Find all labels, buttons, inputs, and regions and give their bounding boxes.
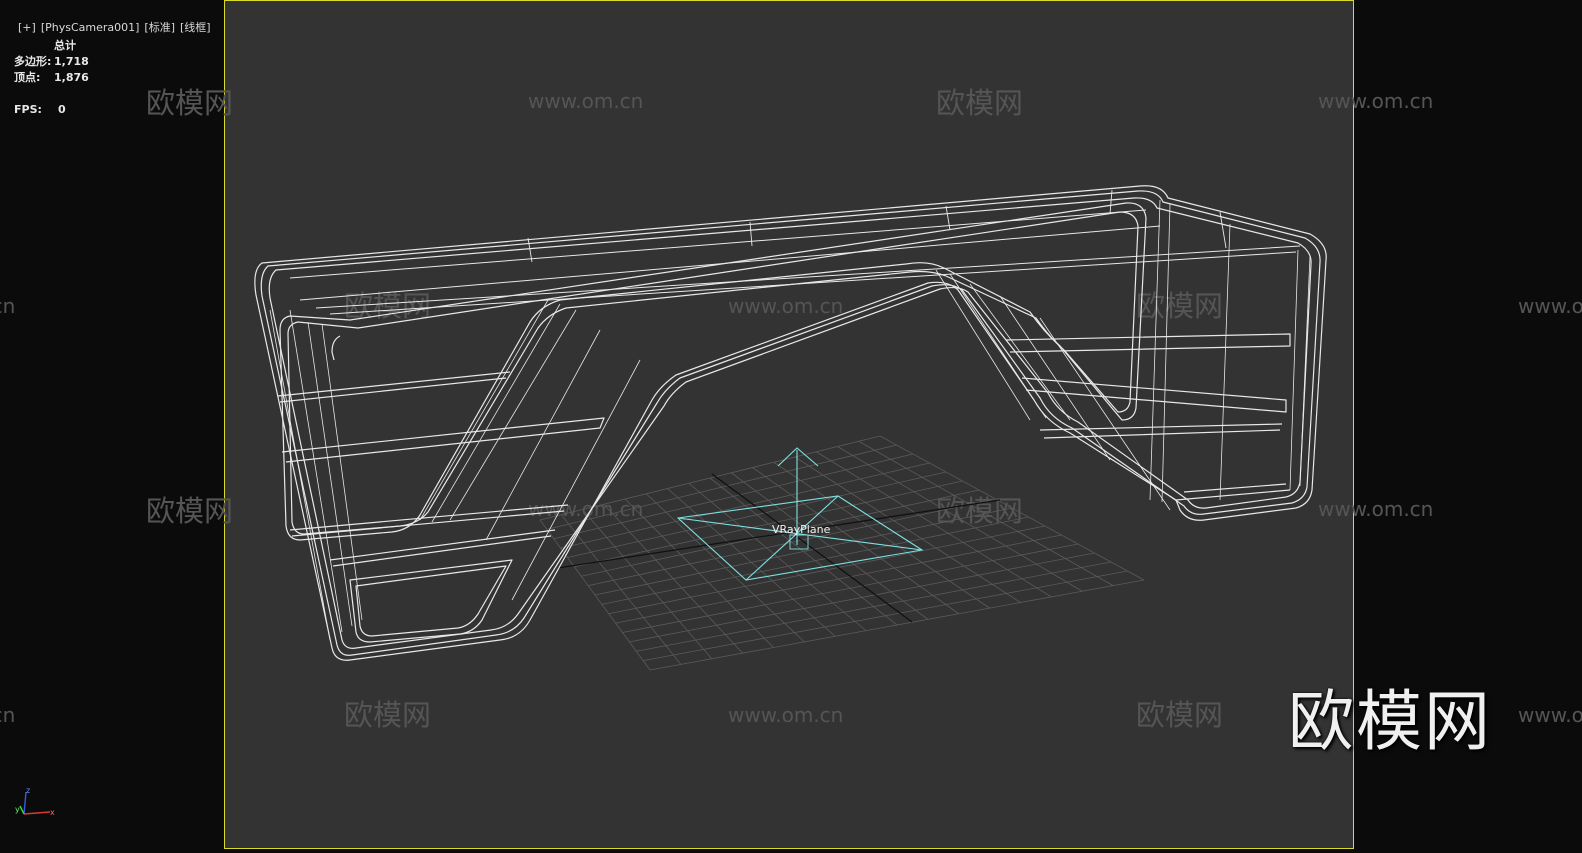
stats-vertices-label: 顶点: xyxy=(14,71,41,84)
viewport-shading-menu[interactable]: [标准] xyxy=(144,21,175,34)
left-leg-bottom-2 xyxy=(355,565,507,637)
grid-line xyxy=(794,456,1021,603)
desk-top-outer-2 xyxy=(260,190,1321,656)
left-leg-diagonals xyxy=(419,299,641,601)
desk-inner-contour-2 xyxy=(287,211,1139,535)
vray-plane-diagonals xyxy=(677,495,923,581)
stats-vertices-value: 1,876 xyxy=(54,71,89,84)
stats-header: 总计 xyxy=(54,39,76,52)
stats-fps-value: 0 xyxy=(58,103,66,116)
watermark-brand: 欧模网 xyxy=(1136,289,1223,323)
grid-line xyxy=(752,467,959,615)
stats-fps: FPS: 0 xyxy=(14,102,89,118)
grid-line xyxy=(629,552,1095,643)
watermark-url: www.om.cn xyxy=(1518,703,1582,727)
grid-line xyxy=(601,516,1029,605)
watermark-url: www.om.cn xyxy=(728,703,843,727)
vray-plane-pivot xyxy=(789,534,809,550)
watermark-brand: 欧模网 xyxy=(146,86,233,120)
grid-line xyxy=(731,472,929,620)
watermark-url: www.om.cn xyxy=(528,89,643,113)
watermark-brand: 欧模网 xyxy=(344,289,431,323)
safe-frame xyxy=(224,0,1354,849)
viewport-label-menu: [+] [PhysCamera001] [标准] [线框] xyxy=(4,6,216,48)
desk-top-surface xyxy=(289,209,1301,315)
watermark-brand: 欧模网 xyxy=(1136,698,1223,732)
svg-text:y: y xyxy=(15,805,20,814)
watermark-url: www.om.cn xyxy=(0,703,15,727)
watermark-url: www.om.cn xyxy=(1518,294,1582,318)
grid-line xyxy=(636,561,1112,652)
grid-line xyxy=(816,451,1052,598)
left-panel-lines xyxy=(269,309,363,641)
watermark-brand: 欧模网 xyxy=(936,494,1023,528)
watermark-brand: 欧模网 xyxy=(146,494,233,528)
left-shelf-1 xyxy=(277,371,511,403)
watermark-url: www.om.cn xyxy=(1318,497,1433,521)
vray-plane-helper[interactable] xyxy=(676,447,924,581)
right-leg-bottom xyxy=(1175,483,1291,501)
stats-polygons: 多边形: 1,718 xyxy=(14,54,89,70)
grid-line xyxy=(608,525,1046,615)
grid-line xyxy=(879,435,1145,581)
viewport-plus-menu[interactable]: [+] xyxy=(18,21,36,34)
watermark-logo: 欧模网 xyxy=(1288,683,1492,760)
grid-line xyxy=(622,543,1079,633)
viewport-camera-menu[interactable]: [PhysCamera001] xyxy=(40,21,140,34)
grid-line xyxy=(858,440,1114,586)
home-grid xyxy=(539,435,1145,671)
stats-polygons-label: 多边形: xyxy=(14,55,52,68)
right-shelf-1 xyxy=(1005,333,1291,353)
svg-text:x: x xyxy=(50,808,55,817)
left-shelf-2 xyxy=(281,417,605,463)
stats-vertices: 顶点: 1,876 xyxy=(14,70,89,86)
viewport-statistics: 总计 多边形: 1,718 顶点: 1,876 FPS: 0 xyxy=(14,38,89,118)
vray-plane-normal-arrow xyxy=(777,447,819,545)
watermark-url: www.om.cn xyxy=(0,294,15,318)
grid-line xyxy=(837,446,1083,592)
watermark-url: www.om.cn xyxy=(728,294,843,318)
desk-top-outer-3 xyxy=(268,197,1312,649)
watermark-url: www.om.cn xyxy=(1318,89,1433,113)
left-shelf-3 xyxy=(289,504,569,537)
viewport-display-menu[interactable]: [线框] xyxy=(180,21,211,34)
grid-line xyxy=(649,579,1145,671)
grid-line xyxy=(643,570,1128,662)
right-panel-lines xyxy=(1149,199,1311,503)
grid-main-axes xyxy=(557,473,1001,623)
grid-line xyxy=(773,461,990,609)
right-shelf-3 xyxy=(1039,423,1283,439)
right-leg-diagonals xyxy=(935,269,1171,511)
stats-fps-label: FPS: xyxy=(14,103,42,116)
desk-inner-contour-3 xyxy=(331,335,341,361)
left-leg-bottom xyxy=(349,559,513,643)
stats-polygons-value: 1,718 xyxy=(54,55,89,68)
watermark-brand: 欧模网 xyxy=(344,698,431,732)
watermark-layer: 欧模网 www.om.cn 欧模网 www.om.cn www.om.cn 欧模… xyxy=(0,86,1582,732)
axis-tripod-icon: z x y xyxy=(15,786,55,817)
left-shelf-4 xyxy=(329,529,556,567)
vray-plane-label: VRayPlane xyxy=(772,523,831,536)
svg-text:z: z xyxy=(26,786,30,795)
desk-top-segments xyxy=(527,189,1227,263)
watermark-brand: 欧模网 xyxy=(936,86,1023,120)
grid-line xyxy=(594,507,1013,596)
grid-line xyxy=(615,534,1062,624)
viewport-background-left xyxy=(0,0,224,849)
viewport-background-right xyxy=(1354,0,1582,849)
desk-wireframe[interactable] xyxy=(254,185,1327,661)
